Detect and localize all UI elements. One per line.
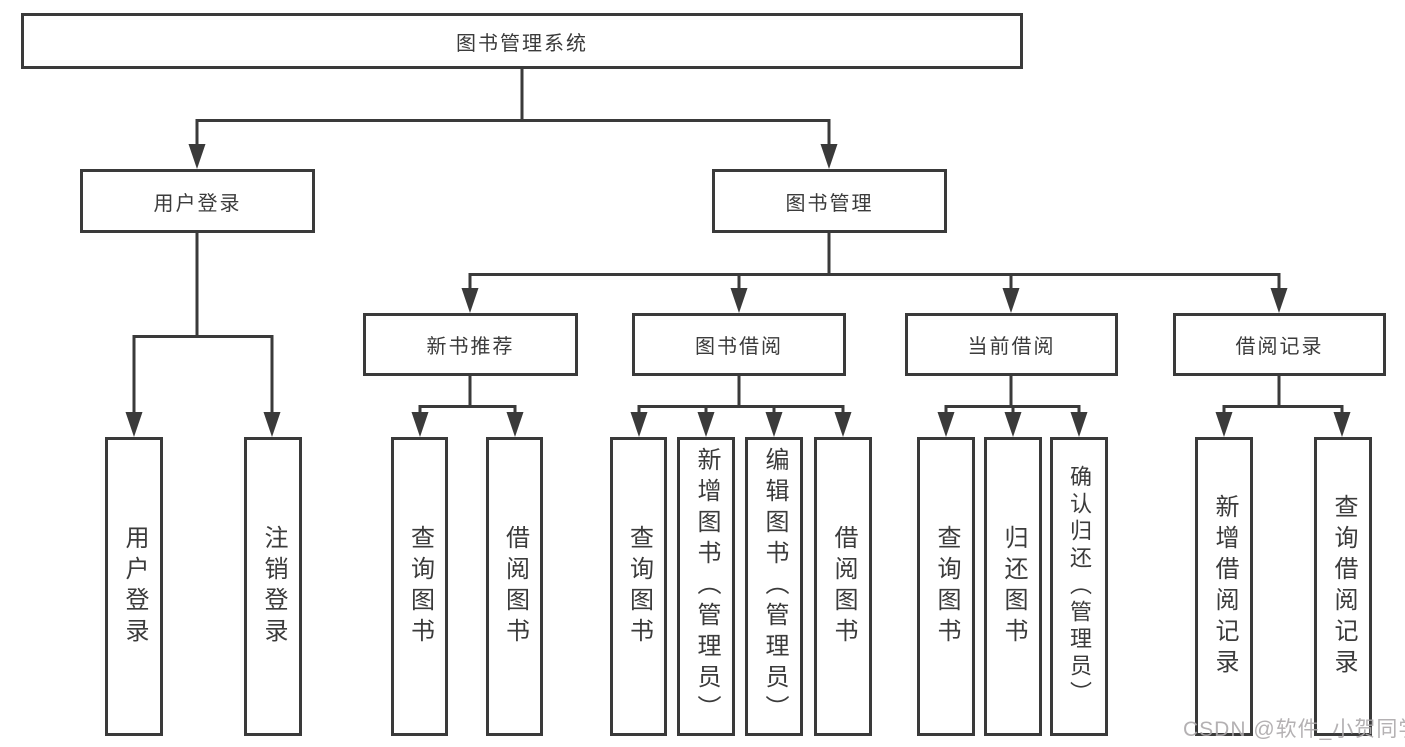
node-new-book-recommend-label: 新书推荐: [426, 336, 515, 358]
watermark: CSDN @软件_小贺同学: [1183, 718, 1405, 741]
leaf-rec-query-record: 查询借阅记录: [1314, 437, 1372, 736]
leaf-cb-query-book: 查询图书: [917, 437, 975, 736]
leaf-bb-query-book: 查询图书: [610, 437, 667, 736]
leaf-nb-borrow-book-label: 借阅图书: [501, 524, 529, 649]
node-book-borrow-label: 图书借阅: [695, 336, 783, 358]
leaf-nb-query-book: 查询图书: [391, 437, 448, 736]
node-current-borrow-label: 当前借阅: [967, 336, 1056, 358]
leaf-cb-return-book-label: 归还图书: [1000, 524, 1027, 649]
leaf-logout-label: 注销登录: [260, 524, 287, 649]
leaf-bb-add-book-label: 新增图书（管理员）: [693, 447, 720, 726]
leaf-cb-query-book-label: 查询图书: [933, 524, 960, 649]
leaf-cb-confirm-return: 确认归还（管理员）: [1050, 437, 1108, 736]
node-book-management-label: 图书管理: [785, 192, 874, 215]
node-borrow-records-label: 借阅记录: [1235, 336, 1324, 358]
node-borrow-records: 借阅记录: [1173, 313, 1386, 376]
node-root-label: 图书管理系统: [456, 32, 588, 55]
leaf-bb-query-book-label: 查询图书: [625, 524, 653, 649]
arrowheads: [125, 144, 1351, 437]
leaf-user-login-label: 用户登录: [121, 524, 148, 649]
node-user-login: 用户登录: [80, 169, 315, 233]
node-user-login-label: 用户登录: [153, 192, 242, 215]
leaf-rec-add-record-label: 新增借阅记录: [1211, 493, 1238, 680]
leaf-rec-query-record-label: 查询借阅记录: [1330, 493, 1357, 680]
leaf-logout: 注销登录: [244, 437, 302, 736]
node-book-borrow: 图书借阅: [632, 313, 846, 376]
leaf-nb-borrow-book: 借阅图书: [486, 437, 543, 736]
leaf-cb-return-book: 归还图书: [984, 437, 1042, 736]
leaf-bb-borrow-book: 借阅图书: [814, 437, 872, 736]
leaf-cb-confirm-return-label: 确认归还（管理员）: [1067, 465, 1092, 708]
leaf-nb-query-book-label: 查询图书: [406, 524, 434, 649]
leaf-user-login: 用户登录: [105, 437, 163, 736]
node-root: 图书管理系统: [21, 13, 1023, 69]
node-new-book-recommend: 新书推荐: [363, 313, 578, 376]
node-book-management: 图书管理: [712, 169, 947, 233]
leaf-bb-add-book: 新增图书（管理员）: [677, 437, 735, 736]
leaf-bb-borrow-book-label: 借阅图书: [830, 524, 857, 649]
leaf-bb-edit-book: 编辑图书（管理员）: [745, 437, 803, 736]
leaf-bb-edit-book-label: 编辑图书（管理员）: [761, 447, 788, 726]
node-current-borrow: 当前借阅: [905, 313, 1118, 376]
leaf-rec-add-record: 新增借阅记录: [1195, 437, 1253, 736]
